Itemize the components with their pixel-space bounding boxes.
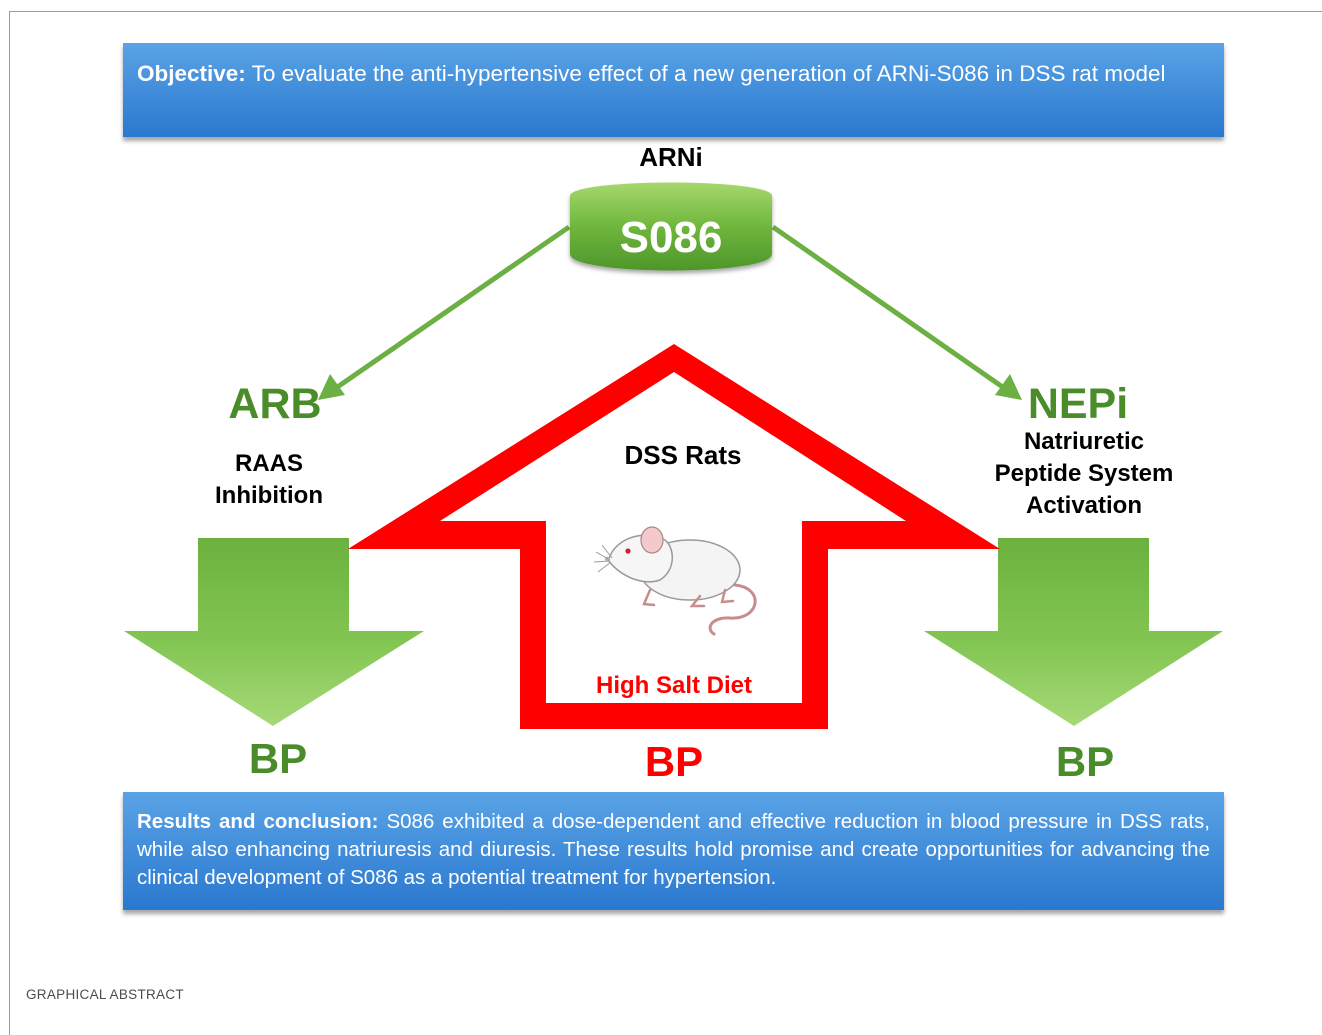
high-salt-diet-label: High Salt Diet	[596, 672, 752, 699]
arrow-to-nepi	[771, 224, 1022, 400]
nepi-line3: Activation	[1026, 492, 1142, 519]
arb-line1: RAAS	[235, 450, 303, 477]
right-down-arrow	[924, 538, 1223, 726]
objective-label: Objective:	[137, 61, 246, 86]
left-bp-label: BP	[249, 735, 307, 782]
center-bp-label: BP	[645, 738, 703, 785]
s086-label: S086	[620, 213, 723, 262]
nepi-line1: Natriuretic	[1024, 428, 1144, 455]
center-up-arrow	[348, 344, 1000, 729]
nepi-title: NEPi	[1028, 380, 1128, 428]
rat-icon	[593, 526, 757, 636]
results-text: S086 exhibited a dose-dependent and effe…	[137, 810, 1210, 889]
arrow-to-arb	[318, 224, 571, 400]
results-label: Results and conclusion:	[137, 810, 379, 833]
arb-title: ARB	[228, 380, 321, 428]
figure-frame	[9, 11, 1322, 1035]
arb-line2: Inhibition	[215, 482, 323, 509]
objective-text: To evaluate the anti-hypertensive effect…	[245, 61, 1166, 86]
left-down-arrow	[124, 538, 424, 726]
right-bp-label: BP	[1056, 738, 1114, 785]
arni-label: ARNi	[639, 142, 703, 172]
objective-banner: Objective: To evaluate the anti-hyperten…	[123, 43, 1224, 137]
results-banner: Results and conclusion: S086 exhibited a…	[123, 792, 1224, 910]
dss-rats-title: DSS Rats	[624, 440, 741, 470]
nepi-line2: Peptide System	[995, 460, 1174, 487]
s086-pill	[570, 182, 772, 271]
figure-caption: GRAPHICAL ABSTRACT	[26, 987, 184, 1002]
